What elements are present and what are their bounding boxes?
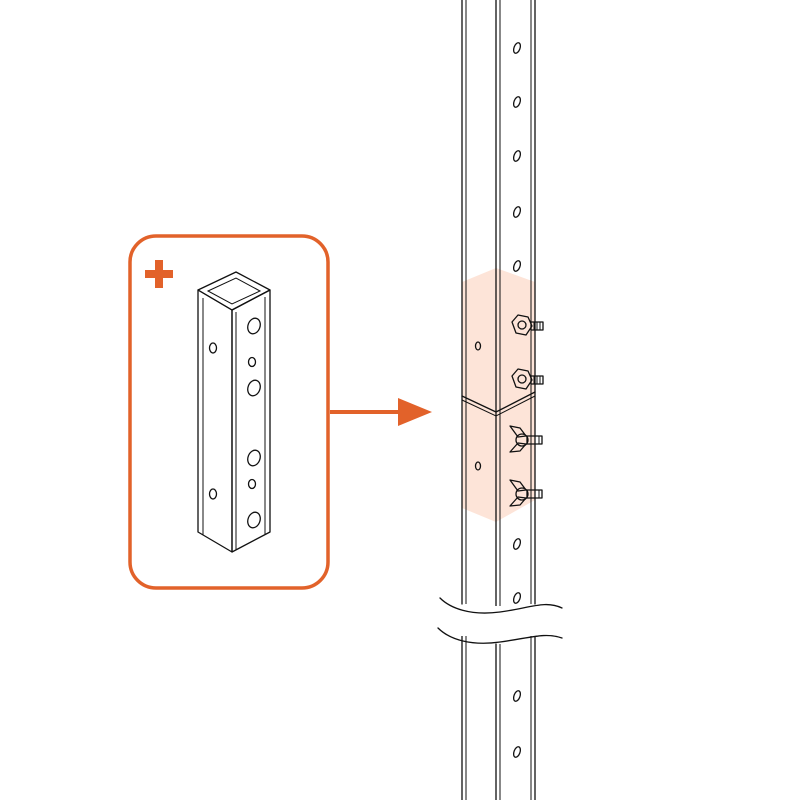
connector-sleeve: [197, 271, 271, 553]
post-hole: [474, 341, 482, 351]
hex-nut-bolt: [511, 368, 544, 390]
hex-nut-bolt: [511, 314, 544, 336]
joint-highlight: [462, 268, 535, 522]
inset-panel: [128, 234, 330, 590]
wing-nut-bolt: [509, 425, 543, 453]
inset-frame: [128, 234, 330, 590]
arrow-right-icon: [330, 398, 432, 426]
joint-seam: [461, 391, 536, 413]
post-slots: [512, 42, 522, 758]
plus-icon: [145, 260, 173, 288]
post-hole: [474, 461, 482, 471]
post-upper-segment: [461, 0, 536, 615]
post-lower-segment: [461, 635, 536, 800]
upright-post: [461, 0, 536, 800]
wing-nut-bolt: [509, 479, 543, 507]
wavy-break-lines: [437, 597, 563, 644]
